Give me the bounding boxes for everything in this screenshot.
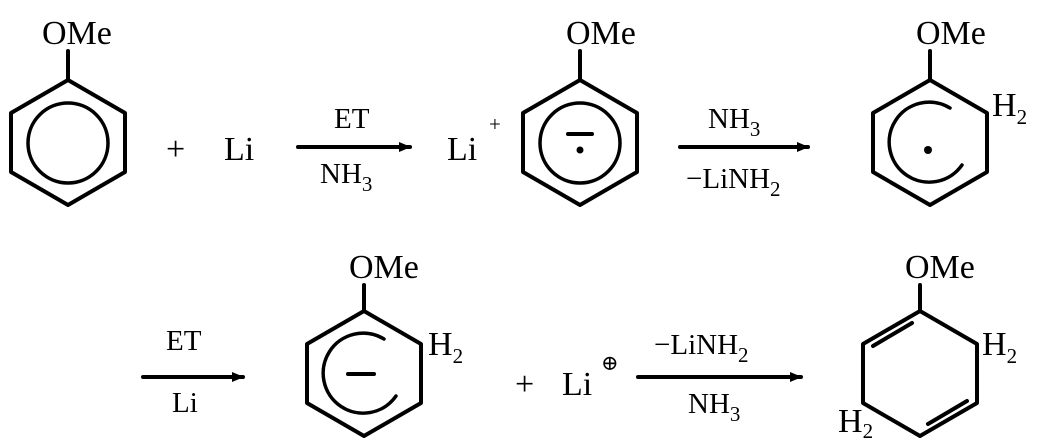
arrow1-below-label: NH3 (320, 158, 372, 196)
arrow4-below-label: NH3 (688, 388, 740, 426)
product-ring (861, 309, 979, 438)
radical-ring (871, 78, 989, 207)
radical-anion-counterion: Li (447, 131, 477, 168)
arrow3-above-label: ET (166, 325, 202, 357)
arrow-second-electron-transfer: ET Li (141, 325, 245, 419)
anion-h2-label: H2 (428, 326, 463, 368)
anisole-aromatic-circle (26, 101, 110, 185)
row2-lithium-charge: ⊕ (601, 351, 619, 375)
anion-ring (305, 309, 423, 438)
radical-anion: Li + OMe (447, 15, 639, 207)
arrow-electron-transfer: ET NH3 (296, 103, 412, 196)
anisole: OMe (9, 15, 127, 207)
radical-anion-circle (538, 101, 622, 185)
radical-h2-label: H2 (992, 87, 1027, 129)
radical-dot (576, 146, 584, 154)
anion-ome-label: OMe (349, 249, 419, 286)
row1-lithium: Li (224, 131, 254, 168)
cyclohexadiene-product: OMe H2 H2 (838, 249, 1017, 441)
product-double-bond-1 (871, 321, 914, 348)
radical-center-dot (924, 146, 932, 154)
arrow3-below-label: Li (172, 387, 198, 419)
product-h2-top-label: H2 (982, 326, 1017, 368)
arrow2-above-label: NH3 (708, 103, 760, 141)
product-h2-bottom-label: H2 (838, 403, 873, 441)
radical-anion-counterion-charge: + (489, 112, 501, 136)
row2-plus-sign: + (515, 366, 534, 403)
arrow-final-protonation: −LiNH2 NH3 (636, 329, 803, 426)
arrow2-below-label: −LiNH2 (686, 163, 781, 201)
arrow4-above-label: −LiNH2 (654, 329, 749, 367)
arrow-protonation: NH3 −LiNH2 (678, 103, 810, 201)
arrow1-above-label: ET (334, 103, 370, 135)
row1-plus-sign: + (166, 131, 185, 168)
cyclohexadienyl-radical: OMe H2 (871, 15, 1027, 207)
anisole-ome-label: OMe (42, 15, 112, 52)
row2-lithium: Li (562, 366, 592, 403)
radical-anion-ome-label: OMe (566, 15, 636, 52)
radical-ome-label: OMe (916, 15, 986, 52)
product-double-bond-2 (926, 399, 969, 426)
radical-anion-ring (521, 78, 639, 207)
anisole-ring (9, 78, 127, 207)
anion-delocalization-arc (321, 331, 398, 415)
radical-delocalization-arc (887, 100, 964, 184)
product-ome-label: OMe (905, 249, 975, 286)
cyclohexadienyl-anion: OMe H2 (305, 249, 463, 438)
